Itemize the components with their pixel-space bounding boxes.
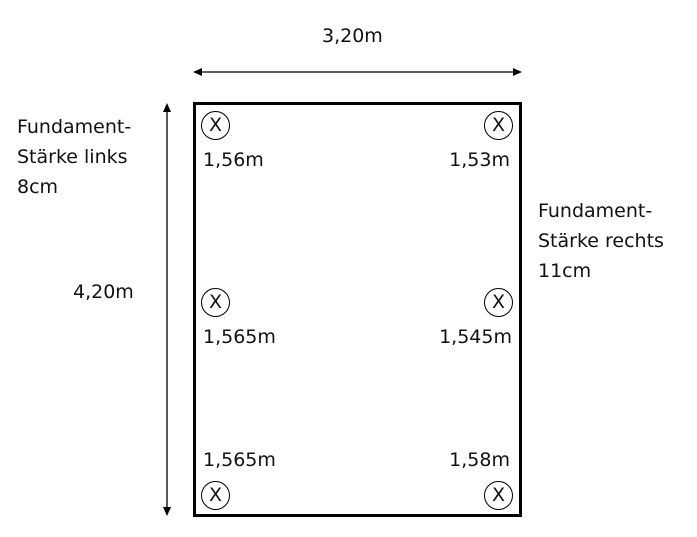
marker-x-icon: X [484, 481, 513, 510]
marker-x-icon: X [201, 481, 230, 510]
foundation-right-line2: Stärke rechts [538, 230, 664, 252]
foundation-right-line3: 11cm [538, 260, 592, 282]
width-dimension-arrow [193, 68, 522, 76]
foundation-left-line3: 8cm [17, 176, 59, 198]
foundation-left-line1: Fundament- [17, 116, 132, 138]
foundation-right-line1: Fundament- [538, 200, 653, 222]
foundation-left-line2: Stärke links [17, 146, 128, 168]
height-value-top-right: 1,53m [449, 149, 510, 171]
marker-x-icon: X [484, 288, 513, 317]
height-value-mid-right: 1,545m [439, 326, 512, 348]
height-value-bottom-right: 1,58m [449, 449, 510, 471]
height-value-mid-left: 1,565m [203, 326, 276, 348]
width-label: 3,20m [322, 25, 383, 47]
height-dimension-arrow [163, 103, 171, 516]
height-value-bottom-left: 1,565m [203, 449, 276, 471]
marker-x-icon: X [201, 288, 230, 317]
foundation-left-label: Fundament- Stärke links 8cm [17, 112, 131, 202]
height-label: 4,20m [73, 281, 134, 303]
marker-x-icon: X [201, 111, 230, 140]
marker-x-icon: X [484, 111, 513, 140]
foundation-outline [193, 102, 522, 517]
foundation-right-label: Fundament- Stärke rechts 11cm [538, 196, 664, 286]
height-value-top-left: 1,56m [203, 149, 264, 171]
